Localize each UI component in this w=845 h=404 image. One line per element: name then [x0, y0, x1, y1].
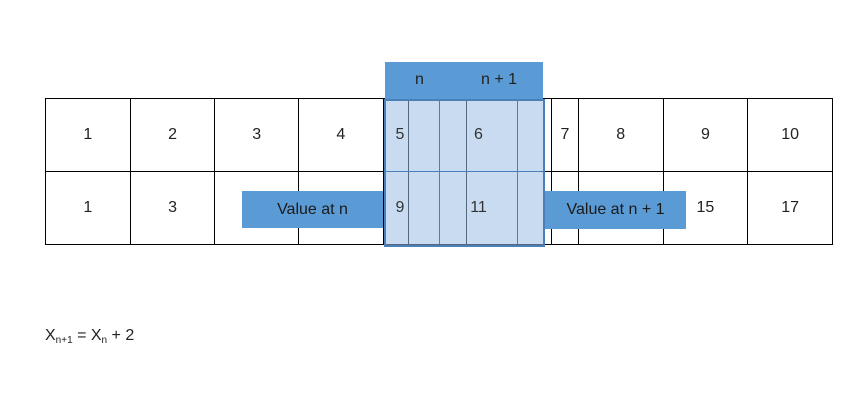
window-divider	[517, 100, 518, 244]
grid-cell: 9	[662, 98, 749, 172]
formula-rhs-var: X	[90, 327, 102, 344]
grid-cell: 17	[747, 171, 833, 245]
value-at-n1-callout: Value at n + 1	[545, 191, 686, 229]
window-cell: 9	[395, 199, 405, 216]
grid-cell: 8	[577, 98, 664, 172]
header-n-label: n	[415, 71, 424, 88]
value-at-n-callout: Value at n	[242, 191, 383, 228]
window-divider	[439, 100, 440, 244]
header-n1-label: n + 1	[481, 71, 518, 88]
formula-rhs-rest: + 2	[107, 327, 135, 344]
grid-cell: 10	[747, 98, 833, 172]
formula-lhs-var: X	[45, 327, 56, 344]
sliding-window	[384, 99, 545, 247]
grid-cell: 1	[45, 171, 131, 245]
window-cell: 11	[470, 199, 487, 216]
formula-eq: =	[72, 327, 91, 344]
recurrence-formula: Xn+1 = Xn + 2	[45, 327, 134, 346]
grid-cell: 3	[129, 171, 216, 245]
window-cell: 5	[395, 126, 405, 143]
window-cell: 6	[474, 126, 483, 143]
grid-cell: 7	[551, 98, 579, 172]
grid-cell: 4	[298, 98, 384, 172]
window-header: n n + 1	[385, 62, 543, 100]
grid-cell: 2	[129, 98, 216, 172]
window-row-divider	[386, 171, 541, 172]
grid-cell: 3	[214, 98, 300, 172]
grid-cell: 1	[45, 98, 131, 172]
formula-lhs-sub: n+1	[55, 335, 73, 346]
formula-rhs-sub: n	[101, 335, 108, 346]
